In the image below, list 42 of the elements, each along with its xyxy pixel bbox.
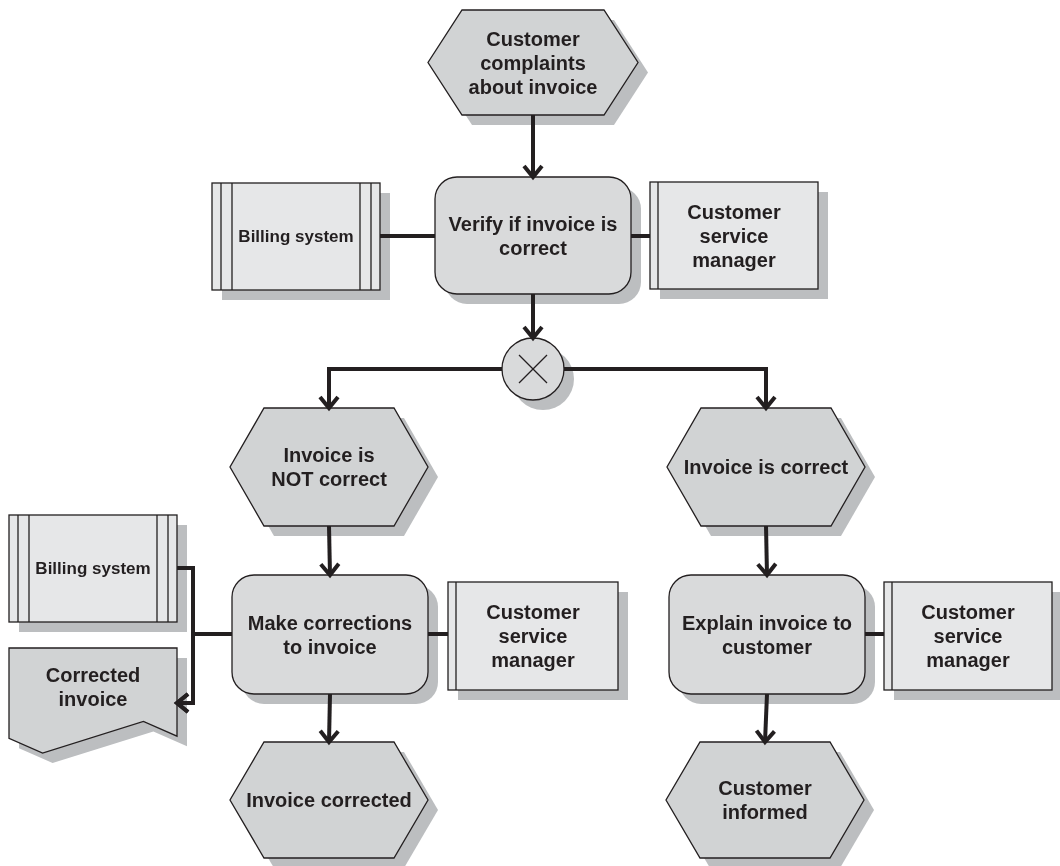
- document-shape: [9, 648, 187, 763]
- arrow: [564, 367, 777, 410]
- arrow: [754, 693, 777, 744]
- document-label: Corrected invoice: [44, 662, 142, 711]
- event-hexagon: [667, 408, 875, 536]
- function-box: [435, 177, 641, 304]
- xor-connector: [502, 338, 574, 410]
- org-unit-box: [448, 582, 628, 700]
- org-unit-label: Customer service manager: [686, 199, 782, 272]
- arrow: [522, 115, 544, 179]
- system-label: Billing system: [238, 225, 354, 248]
- org-unit-label: Customer service manager: [920, 600, 1016, 672]
- system-label: Billing system: [35, 557, 151, 580]
- org-unit-box: [884, 582, 1060, 700]
- function-label: Make corrections to invoice: [246, 610, 414, 659]
- arrow: [318, 367, 502, 410]
- event-label: Invoice is NOT correct: [270, 443, 388, 491]
- arrow: [318, 693, 341, 744]
- event-hexagon: [428, 10, 648, 125]
- connector-line: [428, 632, 448, 636]
- arrow: [755, 525, 778, 577]
- function-label: Verify if invoice is correct: [447, 211, 619, 260]
- org-unit-box: [650, 182, 828, 299]
- arrow: [522, 294, 544, 340]
- function-box: [232, 575, 438, 704]
- event-hexagon: [230, 408, 438, 536]
- event-label: Invoice is correct: [683, 455, 849, 479]
- event-hexagon: [666, 742, 874, 866]
- org-unit-label: Customer service manager: [485, 600, 581, 672]
- function-box: [669, 575, 875, 704]
- event-label: Invoice corrected: [246, 788, 412, 812]
- connector-line: [631, 234, 650, 238]
- event-hexagon: [230, 742, 438, 866]
- system-box: [212, 183, 390, 300]
- arrow: [175, 632, 232, 714]
- event-label: Customer informed: [717, 776, 813, 824]
- function-label: Explain invoice to customer: [680, 610, 853, 659]
- arrow: [318, 525, 341, 577]
- connector-line: [865, 632, 884, 636]
- system-box: [9, 515, 187, 632]
- connector-line: [380, 234, 435, 238]
- event-label: Customer complaints about invoice: [467, 26, 599, 99]
